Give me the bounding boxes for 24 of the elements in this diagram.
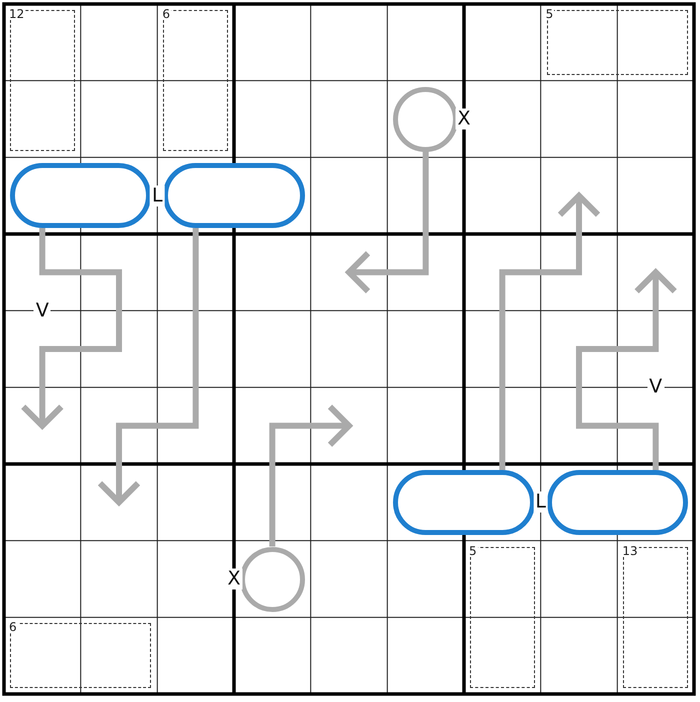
constraint-letter: L	[150, 185, 165, 206]
cage-sum: 5	[544, 8, 554, 20]
constraint-letter: X	[225, 568, 243, 590]
arrow	[269, 404, 352, 546]
constraint-letter: X	[455, 108, 473, 130]
arrow	[20, 228, 122, 429]
killer-cage	[470, 546, 535, 688]
arrow	[499, 192, 601, 470]
arrow	[346, 152, 429, 294]
cage-sum: 13	[621, 544, 639, 557]
killer-cage	[163, 10, 228, 152]
killer-cage	[623, 546, 688, 688]
cage-sum: 5	[468, 544, 478, 557]
cage-sum: 6	[8, 621, 18, 634]
killer-cage	[546, 10, 688, 75]
cage-sum: 12	[8, 8, 26, 20]
arrow	[97, 228, 199, 506]
arrow	[576, 269, 678, 470]
cage-sum: 6	[161, 8, 171, 20]
killer-cage	[10, 10, 75, 152]
constraint-letter: L	[533, 492, 548, 513]
arrow-circle	[240, 546, 305, 612]
killer-cage	[10, 623, 152, 688]
arrow-circle	[393, 86, 458, 152]
